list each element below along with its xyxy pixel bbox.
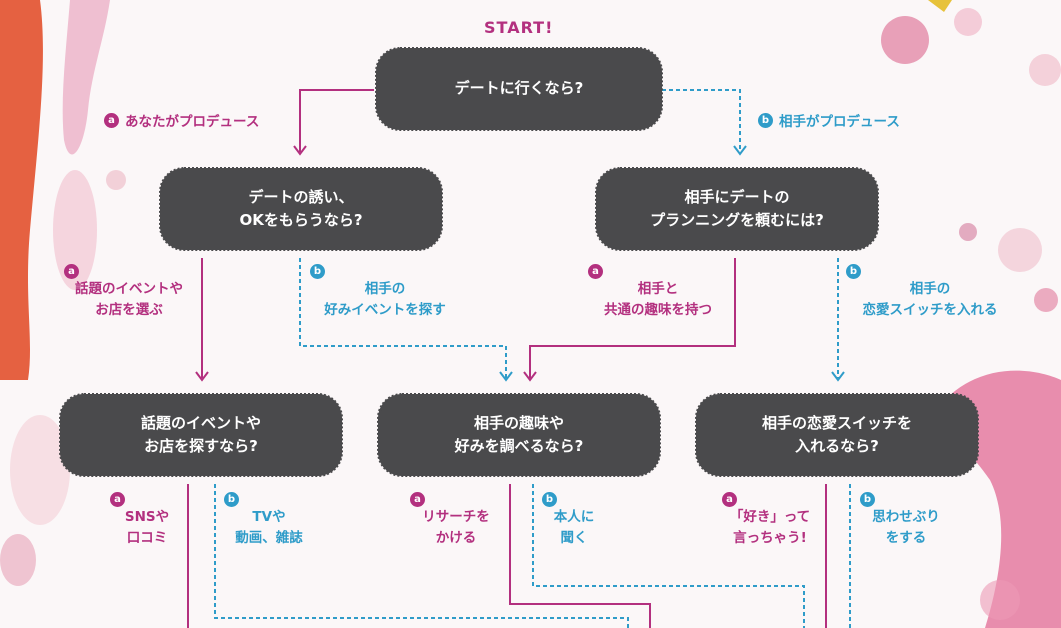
edge-plan-a-line2: 共通の趣味を持つ [604, 301, 712, 318]
edge-plan-b-line1: 相手の [909, 281, 951, 297]
edge-switch-b: b 思わせぶり をする [860, 492, 952, 549]
edge-root-a: a あなたがプロデュース [104, 110, 259, 130]
node-research-line2: 好みを調べるなら? [454, 437, 584, 455]
badge-b-icon: b [758, 112, 773, 128]
edge-event-a-line2: 口コミ [126, 529, 168, 546]
start-label: START! [484, 18, 554, 37]
edge-switch-b-line2: をする [885, 529, 927, 546]
edge-research-a-line1: リサーチを [422, 509, 490, 525]
node-research: 相手の趣味や 好みを調べるなら? [377, 393, 661, 477]
badge-a-icon: a [722, 492, 737, 507]
edge-root-b: b 相手がプロデュース [758, 110, 900, 130]
node-find-event: 話題のイベントや お店を探すなら? [59, 393, 343, 477]
node-switch-line2: 入れるなら? [795, 437, 879, 455]
edge-research-b-line1: 本人に [553, 509, 595, 525]
edge-event-b-line2: 動画、雑誌 [235, 529, 303, 546]
edge-ok-a: a 話題のイベントや お店を選ぶ [64, 264, 194, 321]
badge-a-icon: a [410, 492, 425, 507]
badge-a-icon: a [64, 264, 79, 279]
edge-switch-a-line1: 「好き」って [729, 509, 811, 525]
node-root-line1: デートに行くなら? [454, 79, 584, 98]
edge-event-b-line1: TVや [252, 509, 286, 525]
edge-root-b-text: 相手がプロデュース [779, 114, 900, 130]
badge-a-icon: a [104, 112, 119, 128]
arrowheads [195, 145, 845, 382]
badge-b-icon: b [542, 492, 557, 507]
edge-ok-a-line2: お店を選ぶ [95, 301, 163, 318]
badge-a-icon: a [110, 492, 125, 507]
node-ask-plan-line1: 相手にデートの [684, 187, 790, 206]
badge-b-icon: b [846, 264, 861, 279]
node-research-line1: 相手の趣味や [473, 413, 564, 432]
edge-ok-b: b 相手の 好みイベントを探す [310, 264, 460, 321]
edge-ok-b-line1: 相手の [364, 281, 406, 297]
edge-event-b: b TVや 動画、雑誌 [224, 492, 314, 549]
node-ask-ok: デートの誘い、 OKをもらうなら? [159, 167, 443, 251]
node-ask-ok-line2: OKをもらうなら? [239, 211, 363, 229]
node-ask-plan: 相手にデートの プランニングを頼むには? [595, 167, 879, 251]
badge-a-icon: a [588, 264, 603, 279]
edge-plan-a-line1: 相手と [637, 281, 679, 297]
edge-ok-b-line2: 好みイベントを探す [324, 301, 446, 318]
edge-research-a: a リサーチを かける [410, 492, 502, 549]
edge-research-b-line2: 聞く [560, 529, 588, 546]
edge-plan-b: b 相手の 恋愛スイッチを入れる [846, 264, 1014, 321]
node-root: デートに行くなら? [375, 47, 663, 131]
node-switch: 相手の恋愛スイッチを 入れるなら? [695, 393, 979, 477]
node-ask-ok-line1: デートの誘い、 [248, 187, 354, 206]
edge-research-b: b 本人に 聞く [542, 492, 606, 549]
connectors [187, 89, 851, 628]
edge-event-a-line1: SNSや [124, 509, 170, 525]
edge-research-a-line2: かける [435, 529, 477, 546]
node-find-event-line1: 話題のイベントや [140, 413, 261, 432]
edge-switch-b-line1: 思わせぶり [872, 509, 940, 525]
edge-event-a: a SNSや 口コミ [110, 492, 184, 549]
badge-b-icon: b [860, 492, 875, 507]
node-find-event-line2: お店を探すなら? [144, 437, 258, 455]
edge-root-a-text: あなたがプロデュース [125, 114, 260, 130]
badge-b-icon: b [310, 264, 325, 279]
edge-switch-a-line2: 言っちゃう! [733, 529, 807, 546]
badge-b-icon: b [224, 492, 239, 507]
edge-switch-a: a 「好き」って 言っちゃう! [722, 492, 818, 549]
edge-plan-b-line2: 恋愛スイッチを入れる [862, 301, 998, 318]
edge-plan-a: a 相手と 共通の趣味を持つ [588, 264, 728, 321]
node-switch-line1: 相手の恋愛スイッチを [761, 413, 912, 432]
node-ask-plan-line2: プランニングを頼むには? [650, 211, 824, 229]
edge-ok-a-line1: 話題のイベントや [75, 281, 183, 297]
